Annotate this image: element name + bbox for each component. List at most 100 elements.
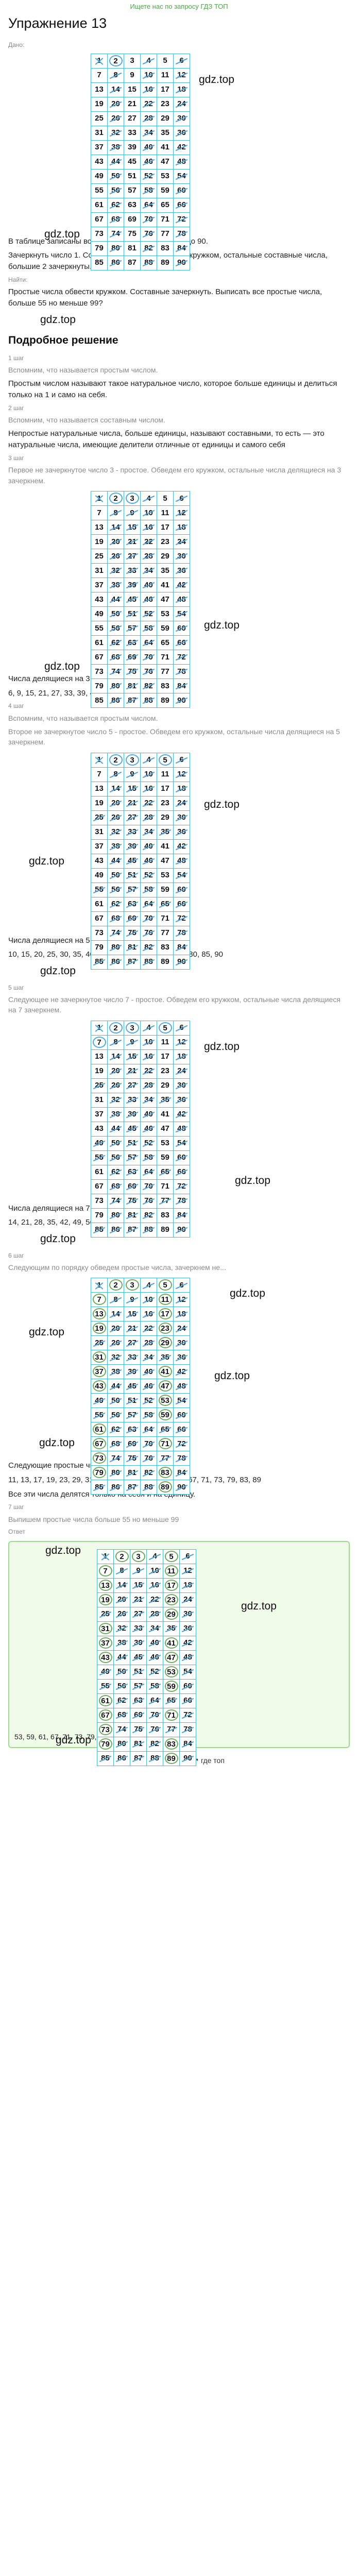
number-cell: 82 — [140, 1465, 157, 1481]
number-cell: 27 — [124, 548, 141, 564]
number-cell: 25 — [91, 1335, 108, 1351]
number-cell: 44 — [107, 853, 124, 869]
number-cell: 55 — [91, 183, 108, 198]
number-cell: 40 — [140, 1107, 157, 1122]
number-cell: 88 — [140, 1222, 157, 1238]
step-label: Дано: — [8, 41, 25, 49]
number-cell: 75 — [124, 925, 141, 941]
number-cell: 15 — [124, 1049, 141, 1064]
number-cell: 71 — [157, 1179, 174, 1194]
number-cell: 10 — [140, 1035, 157, 1050]
number-cell: 69 — [124, 649, 141, 665]
number-cell: 89 — [157, 1480, 174, 1495]
number-cell: 8 — [107, 67, 124, 83]
number-cell: 5 — [157, 490, 174, 506]
number-cell: 36 — [173, 824, 190, 840]
number-cell: 8 — [107, 1035, 124, 1050]
number-cell: 79 — [91, 678, 108, 693]
number-cell: 24 — [173, 534, 190, 549]
number-cell: 42 — [173, 1107, 190, 1122]
number-cell: 88 — [140, 1480, 157, 1495]
number-cell: 52 — [140, 868, 157, 883]
number-cell: 72 — [173, 911, 190, 926]
number-cell: 83 — [157, 241, 174, 256]
number-cell: 74 — [107, 1193, 124, 1209]
number-cell: 65 — [157, 1422, 174, 1437]
number-cell: 59 — [163, 1679, 180, 1694]
number-cell: 20 — [107, 1063, 124, 1079]
number-cell: 70 — [140, 649, 157, 665]
number-cell: 31 — [91, 824, 108, 840]
number-cell: 4 — [140, 1278, 157, 1293]
number-cell: 78 — [173, 925, 190, 941]
number-cell: 53 — [157, 1136, 174, 1151]
number-cell: 65 — [157, 635, 174, 650]
number-cell: 17 — [157, 82, 174, 97]
number-cell: 52 — [140, 1136, 157, 1151]
number-cell: 54 — [173, 868, 190, 883]
number-cell: 23 — [157, 534, 174, 549]
number-cell: 34 — [140, 1092, 157, 1108]
number-cell: 20 — [107, 534, 124, 549]
number-cell: 53 — [157, 868, 174, 883]
number-cell: 74 — [113, 1722, 130, 1737]
number-cell: 61 — [97, 1693, 114, 1708]
number-cell: 31 — [91, 1350, 108, 1365]
number-cell: 69 — [124, 911, 141, 926]
body-text: Непростые натуральные числа, больше един… — [8, 429, 325, 450]
number-cell: 3 — [130, 1549, 147, 1564]
number-cell: 60 — [179, 1679, 196, 1694]
number-cell: 80 — [107, 1208, 124, 1223]
number-cell: 47 — [163, 1650, 180, 1665]
number-cell: 15 — [124, 519, 141, 535]
number-cell: 50 — [107, 168, 124, 184]
number-cell: 43 — [91, 1121, 108, 1137]
number-cell: 25 — [97, 1606, 114, 1622]
watermark: gdz.top — [39, 1437, 75, 1449]
number-cell: 24 — [173, 1063, 190, 1079]
number-cell: 86 — [107, 692, 124, 708]
number-cell: 84 — [179, 1736, 196, 1752]
number-cell: 9 — [124, 767, 141, 782]
number-cell: 62 — [113, 1693, 130, 1708]
number-cell: 89 — [157, 255, 174, 270]
number-cell: 44 — [107, 591, 124, 607]
number-cell: 46 — [140, 591, 157, 607]
number-cell: 62 — [107, 635, 124, 650]
watermark: gdz.top — [29, 1326, 64, 1338]
number-cell: 70 — [140, 911, 157, 926]
number-cell: 38 — [107, 577, 124, 592]
number-cell: 83 — [157, 1208, 174, 1223]
number-cell: 56 — [107, 620, 124, 636]
number-cell: 4 — [140, 53, 157, 69]
number-cell: 67 — [97, 1707, 114, 1723]
number-cell: 54 — [173, 606, 190, 621]
number-cell: 66 — [173, 197, 190, 213]
number-cell: 14 — [107, 781, 124, 796]
number-cell: 41 — [157, 140, 174, 155]
number-cell: 50 — [107, 1393, 124, 1409]
hint-text: Выпишем простые числа больше 55 но меньш… — [8, 1515, 179, 1523]
number-cell: 16 — [140, 519, 157, 535]
number-cell: 47 — [157, 1379, 174, 1394]
watermark: gdz.top — [44, 228, 80, 240]
number-cell: 76 — [140, 226, 157, 242]
number-cell: 37 — [97, 1635, 114, 1651]
search-hint-link[interactable]: Ищете нас по запросу ГДЗ ТОП — [130, 3, 228, 10]
number-cell: 78 — [173, 1193, 190, 1209]
